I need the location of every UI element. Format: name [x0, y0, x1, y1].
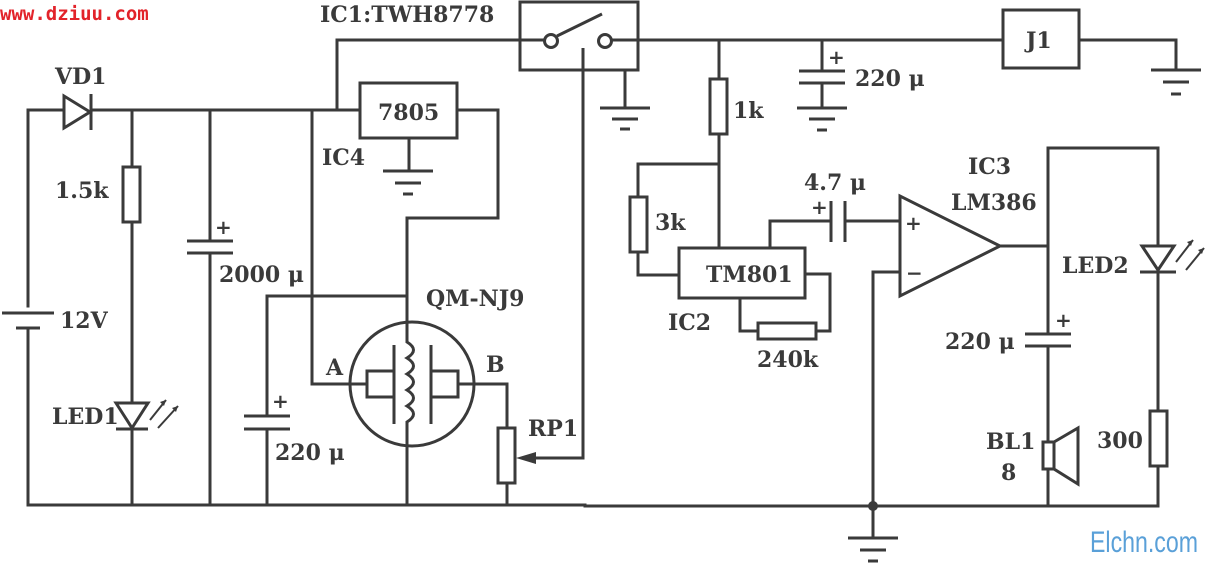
- wire: [472, 382, 509, 430]
- capacitor-220u-left: [244, 414, 290, 431]
- r-240k-label: 240k: [757, 347, 819, 373]
- wire: [738, 296, 760, 333]
- capacitor-220u-top: [799, 69, 845, 85]
- r-3k-label: 3k: [655, 210, 686, 236]
- resistor-300: [1148, 409, 1169, 468]
- amplifier-lm386: [898, 193, 1004, 299]
- speaker-bl1: [1041, 425, 1080, 487]
- left-power-section: VD1 12V 1.5k LED1 + 2000 μ: [2, 64, 587, 507]
- battery-label: 12V: [60, 308, 109, 334]
- capacitor-220u-right: [1025, 332, 1071, 348]
- ground-icon: [383, 169, 433, 196]
- capacitor-2000u: [187, 239, 233, 255]
- c4-7-label: 4.7 μ: [804, 170, 866, 196]
- resistor-240k: [756, 321, 818, 341]
- relay-j1: [1001, 8, 1081, 70]
- ic2-section: 3k TM801 IC2 240k + 4.7 μ: [628, 162, 902, 373]
- c4-7-plus: +: [811, 195, 828, 219]
- sensor-label: QM-NJ9: [426, 286, 524, 312]
- sensor-pin-b: B: [486, 352, 505, 378]
- r-300-label: 300: [1097, 428, 1143, 454]
- vd1-label: VD1: [54, 64, 106, 90]
- ground-icon: [600, 106, 650, 131]
- sensor-pin-a: A: [325, 355, 344, 381]
- led2-label: LED2: [1062, 253, 1129, 279]
- resistor-1-5k: [121, 165, 142, 224]
- resistor-3k: [628, 195, 649, 254]
- wire: [405, 108, 500, 324]
- bl1-value: 8: [1001, 460, 1016, 486]
- wire: [636, 162, 721, 199]
- ic2-part: TM801: [706, 262, 793, 288]
- ic4-part: 7805: [378, 100, 439, 126]
- rp1-label: RP1: [528, 416, 578, 442]
- switch-contact-left: [543, 33, 559, 49]
- c220-right-label: 220 μ: [945, 329, 1015, 355]
- led2-icon: [1139, 239, 1205, 274]
- bl1-label: BL1: [986, 429, 1035, 455]
- c220-top-plus: +: [828, 45, 845, 69]
- ground-icon: [797, 106, 847, 132]
- gas-sensor-qm-nj9: [348, 320, 476, 448]
- ic2-tm801: [677, 246, 807, 300]
- amp-minus: −: [906, 261, 923, 285]
- ground-icon: [848, 536, 898, 563]
- led1-icon: [113, 399, 179, 431]
- battery-12v: [2, 311, 54, 330]
- wire: [636, 250, 681, 277]
- c220-left-label: 220 μ: [275, 440, 345, 466]
- c220-right-plus: +: [1055, 308, 1072, 332]
- led1-label: LED1: [52, 404, 119, 430]
- potentiometer-rp1: [496, 426, 517, 485]
- ground-icon: [1151, 68, 1201, 96]
- wire: [1077, 38, 1178, 71]
- wire: [803, 272, 832, 333]
- r-1k-label: 1k: [733, 98, 764, 124]
- c2000-label: 2000 μ: [219, 262, 304, 288]
- ic3-label: IC3: [968, 154, 1011, 180]
- ic4-label: IC4: [322, 145, 365, 171]
- wire: [1046, 146, 1160, 247]
- ic1-label: IC1:TWH8778: [320, 2, 494, 28]
- ic1-twh8778: [518, 0, 640, 72]
- r-1-5k-label: 1.5k: [55, 178, 109, 204]
- resistor-1k: [708, 77, 729, 136]
- amp-plus: +: [905, 211, 922, 235]
- rp1-wiper-arrow: [516, 68, 585, 464]
- wire: [768, 219, 832, 250]
- switch-contact-right: [597, 33, 613, 49]
- c220-left-plus: +: [272, 389, 289, 413]
- watermark-bottom-right: Elchn.com: [1090, 526, 1198, 559]
- wire: [871, 270, 902, 509]
- ic3-section: + − IC3 LM386 LED2 300 + 220 μ: [583, 146, 1205, 563]
- watermark-top-left: www.dziuu.com: [0, 3, 149, 25]
- ic2-label: IC2: [668, 310, 711, 336]
- regulator-sensor-section: 7805 IC4 QM-NJ9 A B: [310, 38, 585, 507]
- capacitor-4-7u: [829, 201, 847, 242]
- c2000-plus: +: [215, 215, 232, 239]
- ic3-part: LM386: [951, 190, 1037, 216]
- wire: [310, 108, 352, 386]
- ic1-box: [518, 0, 640, 72]
- j1-label: J1: [1024, 28, 1052, 54]
- relay-section: 1k + 220 μ J1: [638, 8, 1201, 250]
- diode-vd1: [62, 93, 93, 131]
- wire: [335, 38, 520, 112]
- c220-top-label: 220 μ: [855, 66, 925, 92]
- switch-blade: [556, 12, 603, 38]
